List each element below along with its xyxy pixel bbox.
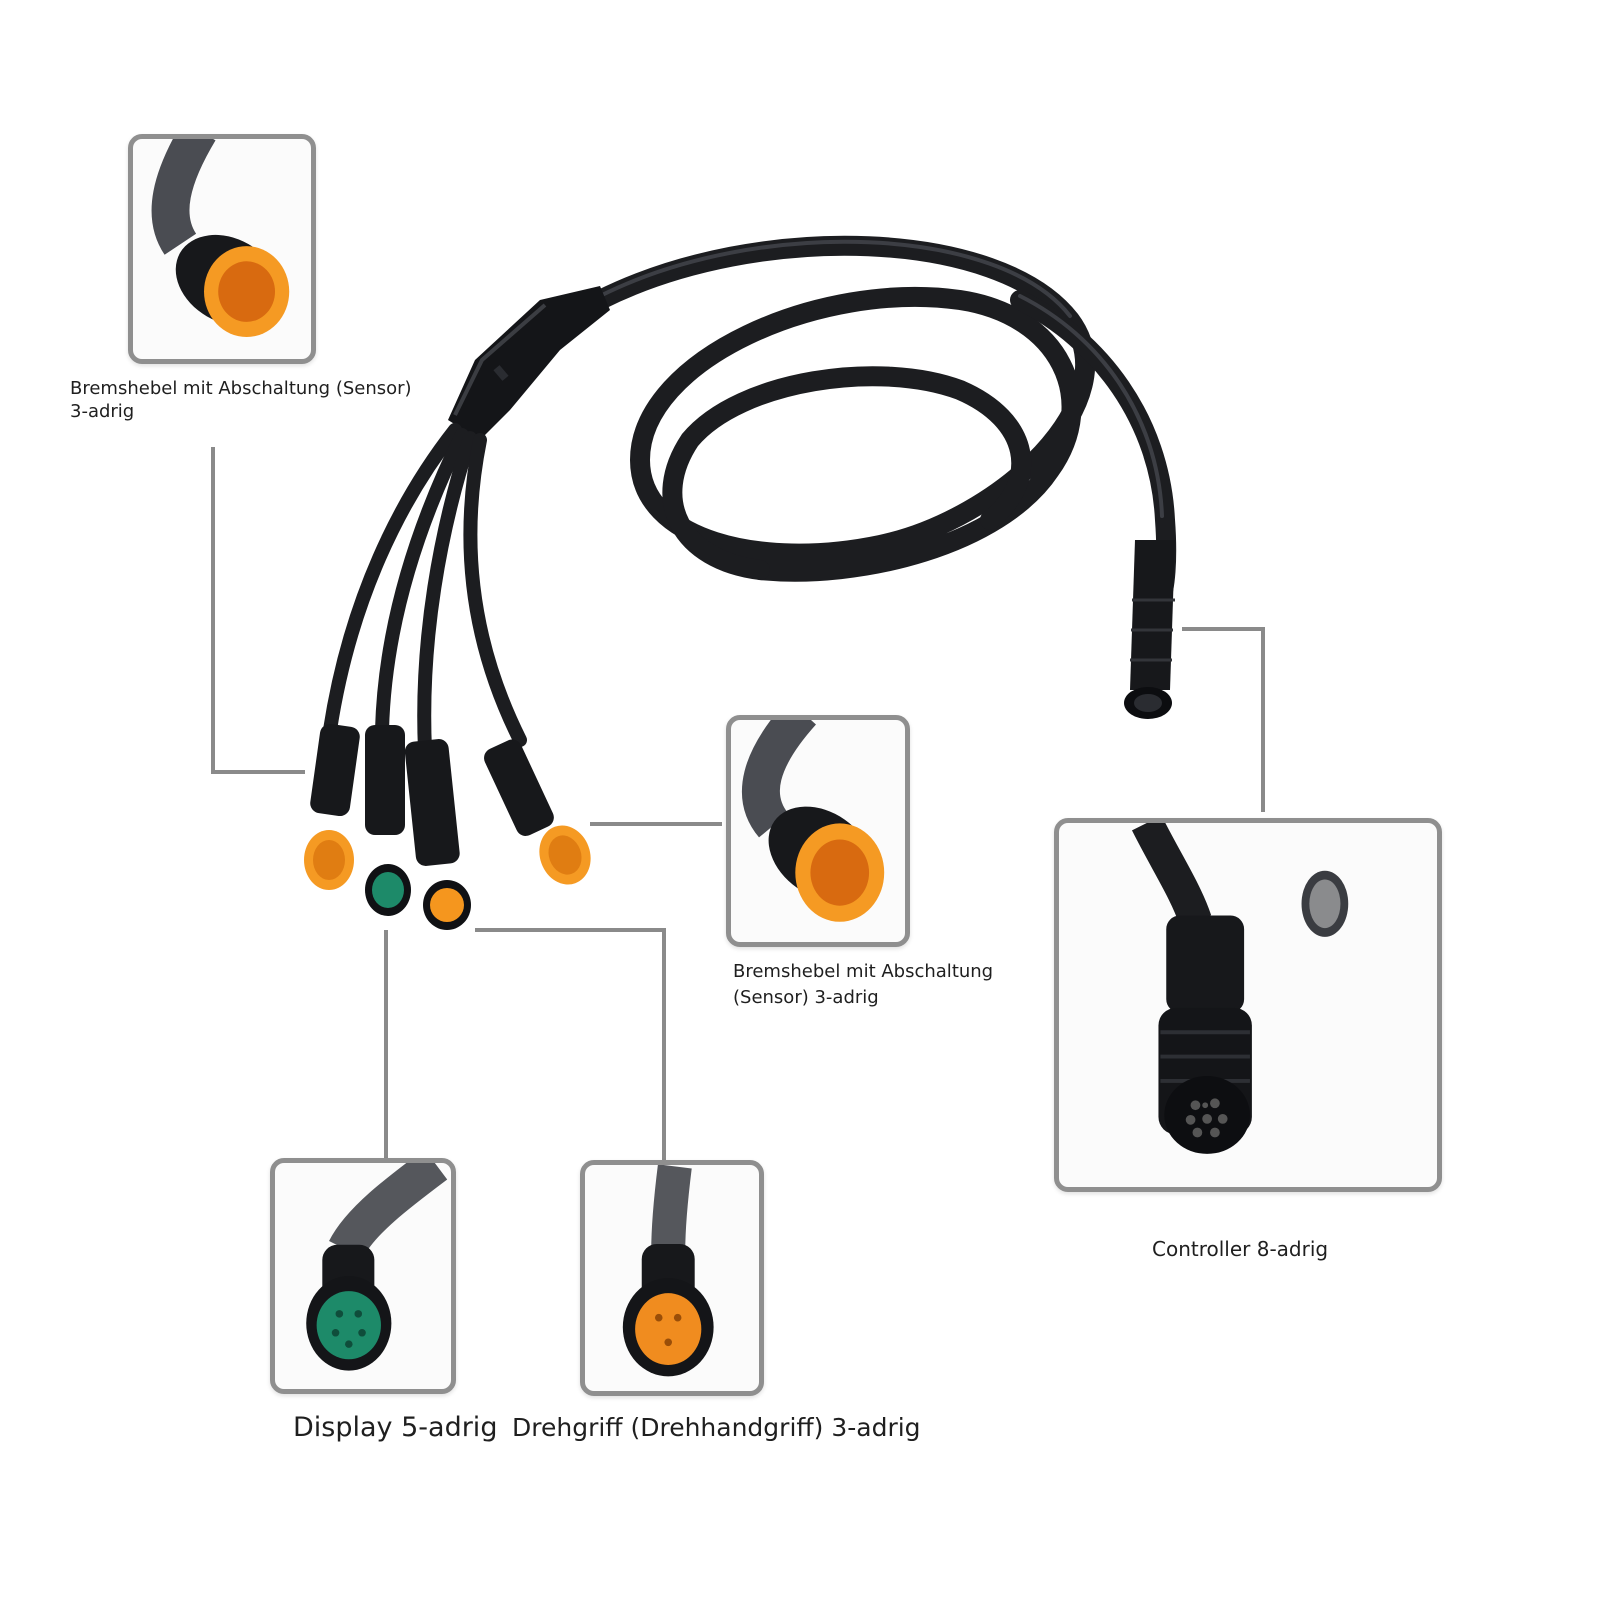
connector-controller	[1124, 540, 1175, 719]
orange-3pin-connector-icon	[622, 1165, 714, 1377]
leader-line-brake-left	[211, 447, 305, 774]
label-brake-right-line1: Bremshebel mit Abschaltung	[733, 961, 994, 982]
label-brake-left-line2: 3-adrig	[70, 400, 135, 422]
controller-closeup	[1054, 818, 1442, 1192]
label-throttle: Drehgriff (Drehhandgriff) 3-adrig	[512, 1413, 921, 1442]
orange-connector-icon	[742, 720, 885, 922]
connector-throttle	[404, 739, 471, 930]
label-brake-right: Bremshebel mit Abschaltung (Sensor) 3-ad…	[733, 959, 993, 1011]
main-cable	[590, 235, 1177, 610]
connector-brake-2	[484, 739, 591, 885]
label-display: Display 5-adrig	[293, 1412, 498, 1443]
black-8pin-connector-icon	[1131, 823, 1349, 1154]
label-brake-left: Bremshebel mit Abschaltung (Sensor) 3-ad…	[70, 378, 412, 423]
connector-display	[365, 725, 411, 916]
brake-sensor-closeup-right	[726, 715, 910, 947]
branch-cables	[323, 423, 527, 757]
label-brake-left-line1: Bremshebel mit Abschaltung (Sensor)	[70, 378, 412, 399]
display-closeup	[270, 1158, 456, 1394]
label-brake-right-line2: (Sensor) 3-adrig	[733, 987, 879, 1009]
orange-connector-icon	[151, 139, 290, 338]
leader-line-controller	[1182, 627, 1265, 812]
splitter-body	[448, 286, 610, 440]
label-controller: Controller 8-adrig	[1152, 1237, 1329, 1261]
brake-sensor-closeup-left	[128, 134, 316, 364]
green-5pin-connector-icon	[306, 1163, 448, 1371]
connector-brake-1	[304, 723, 360, 890]
throttle-closeup	[580, 1160, 764, 1396]
leader-line-throttle	[475, 928, 666, 1160]
leader-lines	[211, 447, 1265, 1160]
